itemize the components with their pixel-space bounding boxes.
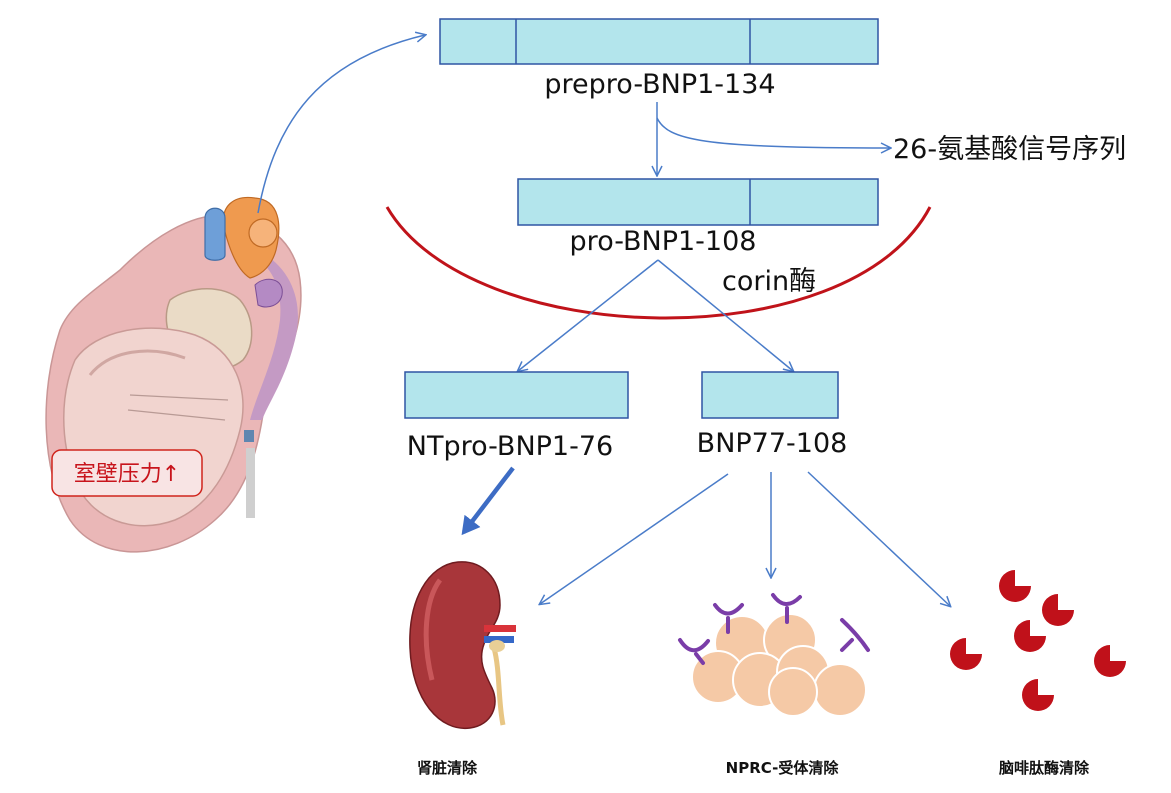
- ntpro-bnp-label: NTpro-BNP1-76: [407, 431, 613, 462]
- kidney-illustration: [409, 561, 516, 730]
- neprilysin-enzymes: [950, 570, 1126, 711]
- prepro-bnp-label: prepro-BNP1-134: [544, 69, 775, 100]
- heart-to-prepro-arrow: [257, 35, 425, 214]
- signal-peptide-arrow: [656, 117, 890, 148]
- pro-bnp-box: [517, 178, 879, 226]
- bnp-to-kidney-arrow: [540, 473, 729, 604]
- prepro-bnp-box: [439, 18, 879, 65]
- signal-peptide-label: 26-氨基酸信号序列: [893, 134, 1126, 165]
- heart-illustration: 室壁压力↑: [45, 196, 302, 553]
- bnp-to-enzyme-arrow: [807, 471, 950, 606]
- ntpro-bnp-box: [404, 371, 629, 419]
- kidney-clearance-label: 肾脏清除: [417, 759, 478, 777]
- bnp-box: [701, 371, 839, 419]
- ntpro-to-kidney-arrow: [461, 466, 515, 536]
- nprc-clearance-label: NPRC-受体清除: [726, 759, 840, 777]
- corin-cleavage-arc: [385, 206, 932, 320]
- pro-to-bnp-arrow: [657, 259, 793, 371]
- wall-stress-badge: [51, 449, 203, 497]
- bnp-label: BNP77-108: [697, 428, 848, 459]
- wall-stress-text: 室壁压力↑: [74, 462, 180, 487]
- neprilysin-clearance-label: 脑啡肽酶清除: [999, 759, 1090, 777]
- corin-enzyme-label: corin酶: [722, 266, 816, 297]
- nprc-receptor-cluster: [678, 593, 870, 717]
- pro-to-ntpro-arrow: [518, 259, 659, 371]
- pro-bnp-label: pro-BNP1-108: [570, 226, 757, 257]
